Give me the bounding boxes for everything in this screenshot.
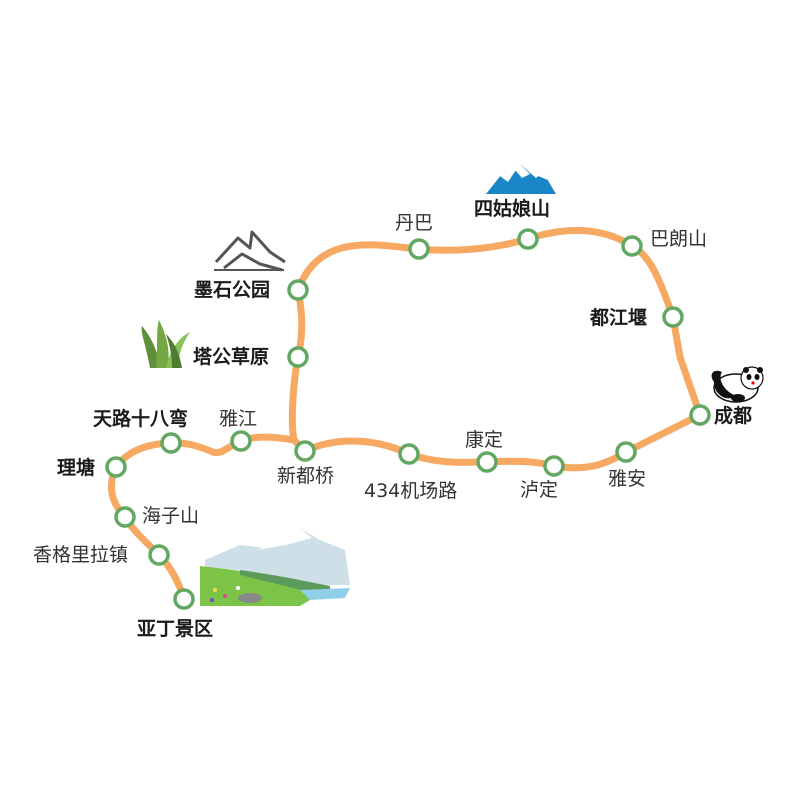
station-label-yading: 亚丁景区 bbox=[137, 618, 214, 640]
station-marker bbox=[294, 440, 316, 462]
station-label-tianlu-18-bends: 天路十八弯 bbox=[93, 408, 189, 430]
station-label-haizishan: 海子山 bbox=[142, 505, 200, 527]
station-label-shangri-la-town: 香格里拉镇 bbox=[33, 544, 129, 566]
station-marker bbox=[160, 432, 182, 454]
station-marker bbox=[621, 235, 643, 257]
panda-icon bbox=[711, 366, 764, 403]
station-label-dujiangyan: 都江堰 bbox=[590, 307, 648, 329]
station-marker bbox=[662, 306, 684, 328]
station-marker bbox=[398, 443, 420, 465]
station-label-litang: 理塘 bbox=[57, 457, 96, 479]
station-marker bbox=[114, 506, 136, 528]
station-label-xinduqiao: 新都桥 bbox=[277, 465, 335, 487]
station-marker bbox=[615, 441, 637, 463]
station-marker bbox=[173, 588, 195, 610]
station-marker bbox=[408, 238, 430, 260]
station-marker bbox=[287, 279, 309, 301]
station-label-yaan: 雅安 bbox=[608, 468, 647, 490]
station-label-tagong-grassland: 塔公草原 bbox=[193, 346, 270, 368]
station-label-434-airport-road: 434机场路 bbox=[364, 480, 458, 502]
station-label-siguniang-mountain: 四姑娘山 bbox=[474, 198, 551, 220]
station-label-danba: 丹巴 bbox=[395, 212, 434, 234]
station-marker bbox=[476, 451, 498, 473]
station-marker bbox=[543, 455, 565, 477]
stations bbox=[105, 228, 711, 610]
station-marker bbox=[287, 346, 309, 368]
ink-mountain-icon bbox=[214, 230, 286, 272]
station-label-balang-mountain: 巴朗山 bbox=[650, 228, 708, 250]
station-marker bbox=[105, 456, 127, 478]
station-label-yajiang: 雅江 bbox=[219, 408, 258, 430]
station-marker bbox=[148, 544, 170, 566]
grass-icon bbox=[141, 320, 190, 368]
station-label-moshi-park: 墨石公园 bbox=[194, 279, 271, 301]
station-marker bbox=[230, 430, 252, 452]
snow-mountain-icon bbox=[486, 164, 556, 194]
station-marker bbox=[689, 404, 711, 426]
yading-landscape-icon bbox=[200, 528, 350, 606]
station-label-chengdu: 成都 bbox=[714, 405, 753, 427]
station-label-kangding: 康定 bbox=[465, 429, 504, 451]
station-label-luding: 泸定 bbox=[520, 479, 559, 501]
station-marker bbox=[517, 228, 539, 250]
